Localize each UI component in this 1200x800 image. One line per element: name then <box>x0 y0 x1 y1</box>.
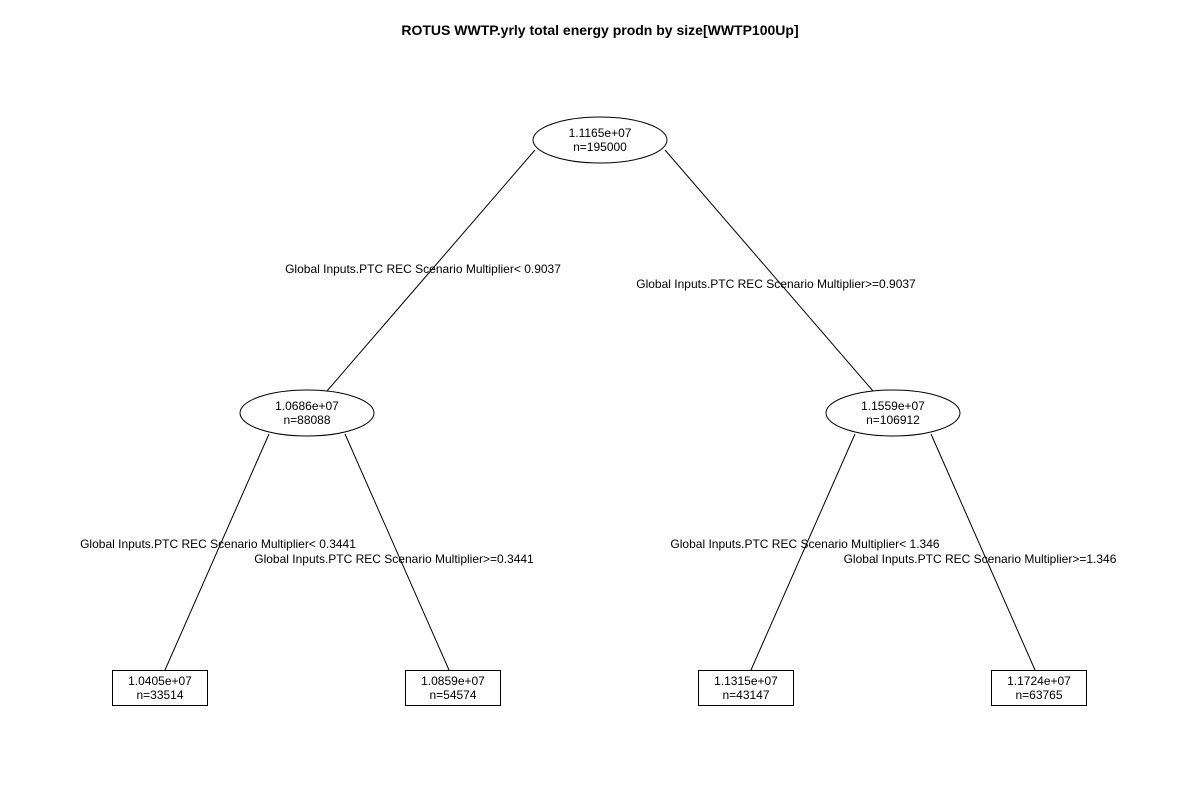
edge-right-to-leaf-4 <box>930 433 1036 671</box>
node-count: n=195000 <box>573 140 627 154</box>
node-value: 1.0405e+07 <box>128 674 192 688</box>
edge-root-to-right <box>664 149 874 392</box>
tree-nodes: 1.1165e+07n=195000 1.0686e+07n=88088 1.155… <box>112 116 1087 706</box>
leaf-box <box>991 670 1087 706</box>
diagram-title: ROTUS WWTP.yrly total energy prodn by si… <box>401 22 798 38</box>
node-count: n=43147 <box>722 688 769 702</box>
node-value: 1.0859e+07 <box>421 674 485 688</box>
tree-node-right: 1.1559e+07n=106912 <box>825 389 961 437</box>
tree-node-leaf-3: 1.1315e+07n=43147 <box>698 670 794 706</box>
tree-node-leaf-4: 1.1724e+07n=63765 <box>991 670 1087 706</box>
node-ellipse <box>825 389 961 437</box>
split-label-root-to-right: Global Inputs.PTC REC Scenario Multiplie… <box>636 277 916 291</box>
split-labels: Global Inputs.PTC REC Scenario Multiplie… <box>80 262 1117 566</box>
node-value: 1.1559e+07 <box>861 399 925 413</box>
node-count: n=88088 <box>283 413 330 427</box>
edge-left-to-leaf-1 <box>164 433 270 671</box>
edge-root-to-left <box>326 149 536 392</box>
node-count: n=63765 <box>1015 688 1062 702</box>
tree-node-left: 1.0686e+07n=88088 <box>239 389 375 437</box>
split-label-left-to-leaf-2: Global Inputs.PTC REC Scenario Multiplie… <box>254 552 534 566</box>
node-count: n=106912 <box>866 413 920 427</box>
tree-edges <box>164 149 1036 671</box>
split-label-right-to-leaf-4: Global Inputs.PTC REC Scenario Multiplie… <box>844 552 1117 566</box>
leaf-box <box>405 670 501 706</box>
tree-node-leaf-1: 1.0405e+07n=33514 <box>112 670 208 706</box>
node-count: n=54574 <box>429 688 476 702</box>
tree-node-root: 1.1165e+07n=195000 <box>532 116 668 164</box>
node-ellipse <box>532 116 668 164</box>
edge-left-to-leaf-2 <box>344 433 450 671</box>
split-label-left-to-leaf-1: Global Inputs.PTC REC Scenario Multiplie… <box>80 537 356 551</box>
node-value: 1.1315e+07 <box>714 674 778 688</box>
node-value: 1.0686e+07 <box>275 399 339 413</box>
node-ellipse <box>239 389 375 437</box>
leaf-box <box>698 670 794 706</box>
tree-node-leaf-2: 1.0859e+07n=54574 <box>405 670 501 706</box>
node-count: n=33514 <box>136 688 183 702</box>
split-label-root-to-left: Global Inputs.PTC REC Scenario Multiplie… <box>285 262 561 276</box>
node-value: 1.1165e+07 <box>569 126 632 140</box>
split-label-right-to-leaf-3: Global Inputs.PTC REC Scenario Multiplie… <box>670 537 939 551</box>
node-value: 1.1724e+07 <box>1007 674 1071 688</box>
leaf-box <box>112 670 208 706</box>
edge-right-to-leaf-3 <box>750 433 856 671</box>
